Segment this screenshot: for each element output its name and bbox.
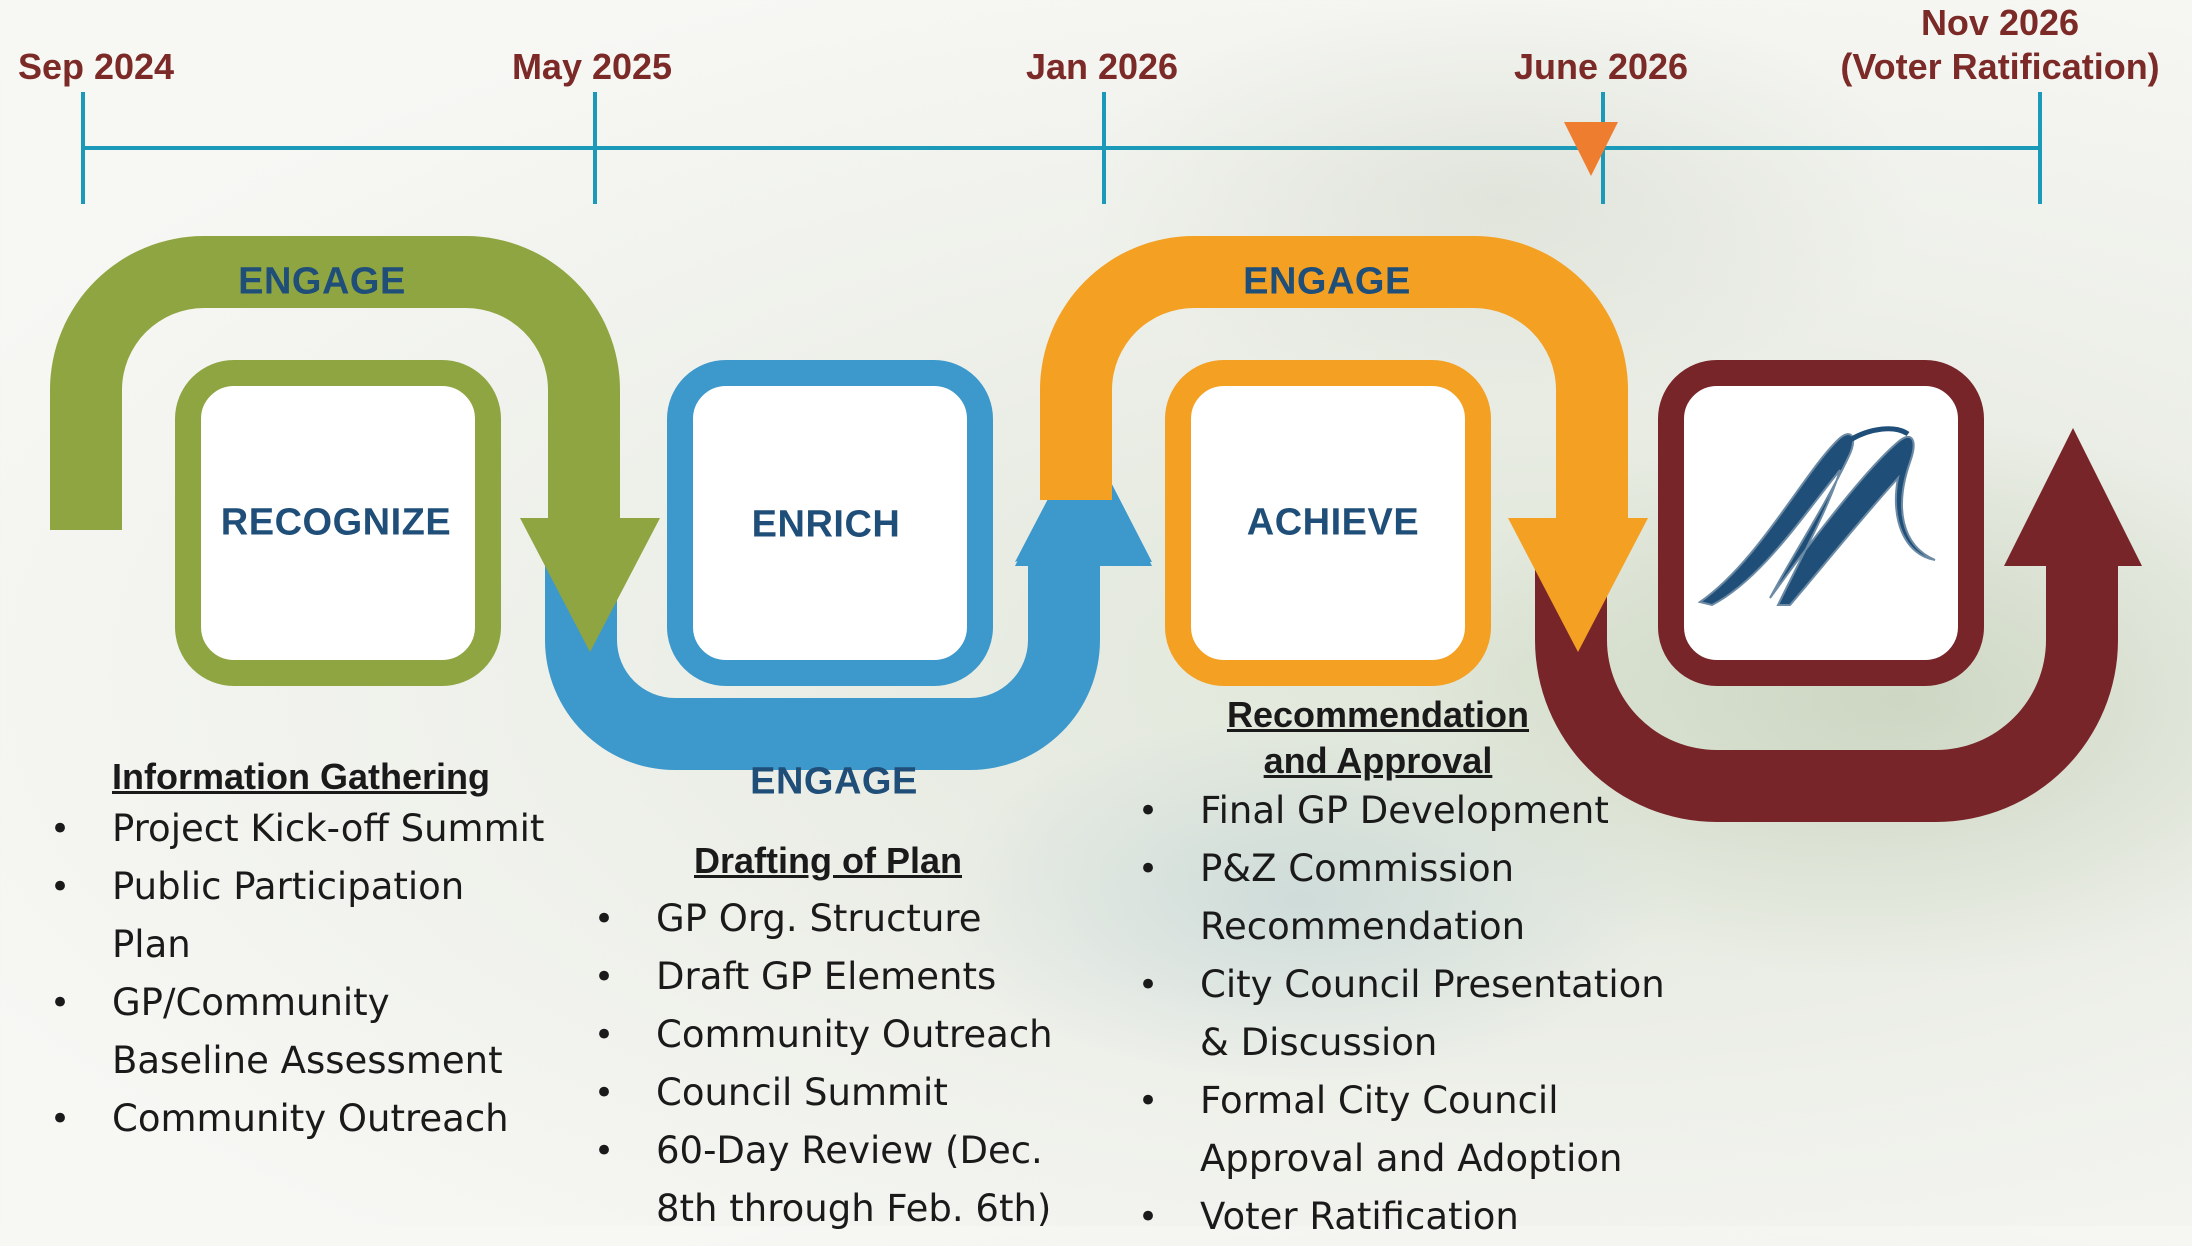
engage-arrow-green xyxy=(50,236,620,530)
list-item: GP Org. Structure xyxy=(594,890,1134,948)
list-item: Final GP Development xyxy=(1138,782,1698,840)
timeline-label-june-2026: June 2026 xyxy=(1513,46,1689,87)
engage-arrow-maroon-head xyxy=(2004,428,2142,566)
timeline-label-nov-2026: Nov 2026 (Voter Ratification) xyxy=(1840,1,2159,89)
current-position-marker xyxy=(1564,122,1618,176)
list-item: Project Kick-off Summit xyxy=(50,800,570,858)
drafting-of-plan-list: GP Org. Structure Draft GP Elements Comm… xyxy=(594,890,1134,1238)
list-item: Draft GP Elements xyxy=(594,948,1134,1006)
timeline-label-nov-2026-date: Nov 2026 xyxy=(1920,2,2080,43)
m-logo-icon xyxy=(1697,426,1936,607)
section-recommendation-and-approval: Recommendation and Approval Final GP Dev… xyxy=(1138,692,1698,1246)
timeline-label-nov-2026-note: (Voter Ratification) xyxy=(1840,46,2160,87)
list-item: Community Outreach xyxy=(50,1090,570,1148)
phase-label-achieve: ACHIEVE xyxy=(1246,501,1420,544)
engage-arrow-maroon xyxy=(1535,560,2118,822)
phase-label-enrich: ENRICH xyxy=(751,503,901,546)
engage-arrow-green-head xyxy=(520,518,660,652)
timeline-label-sep-2024: Sep 2024 xyxy=(17,46,175,87)
section-heading-line-1: Recommendation xyxy=(1226,694,1530,735)
final-logo-box xyxy=(1658,360,1984,686)
section-heading-line-2: and Approval xyxy=(1263,740,1493,781)
section-heading-information-gathering: Information Gathering xyxy=(112,756,490,797)
recommendation-and-approval-list: Final GP Development P&Z Commission Reco… xyxy=(1138,782,1698,1246)
list-item: Council Summit xyxy=(594,1064,1134,1122)
engage-arrow-orange xyxy=(1040,236,1628,520)
list-item: City Council Presentation & Discussion xyxy=(1138,956,1670,1072)
engage-arrow-orange-head xyxy=(1508,518,1648,652)
recognize-box xyxy=(175,360,501,686)
list-item: P&Z Commission Recommendation xyxy=(1138,840,1560,956)
phase-label-recognize: RECOGNIZE xyxy=(220,501,452,544)
timeline-label-may-2025: May 2025 xyxy=(511,46,673,87)
section-heading-recommendation-and-approval: Recommendation and Approval xyxy=(1138,692,1618,784)
timeline xyxy=(81,92,2042,204)
section-drafting-of-plan: Drafting of Plan GP Org. Structure Draft… xyxy=(594,838,1134,1238)
achieve-box xyxy=(1165,360,1491,686)
list-item: 60-Day Review (Dec. 8th through Feb. 6th… xyxy=(594,1122,1086,1238)
enrich-box xyxy=(667,360,993,686)
list-item: Formal City Council Approval and Adoptio… xyxy=(1138,1072,1640,1188)
section-information-gathering: Information Gathering Project Kick-off S… xyxy=(50,754,570,1148)
engage-label-blue: ENGAGE xyxy=(750,760,918,803)
engage-label-orange: ENGAGE xyxy=(1243,260,1411,303)
list-item: Voter Ratification xyxy=(1138,1188,1698,1246)
engage-label-green: ENGAGE xyxy=(238,260,406,303)
list-item: Community Outreach xyxy=(594,1006,1134,1064)
list-item: Public Participation Plan xyxy=(50,858,472,974)
section-heading-drafting-of-plan: Drafting of Plan xyxy=(694,840,962,881)
information-gathering-list: Project Kick-off Summit Public Participa… xyxy=(50,800,570,1148)
timeline-label-jan-2026: Jan 2026 xyxy=(1025,46,1179,87)
list-item: GP/Community Baseline Assessment xyxy=(50,974,552,1090)
